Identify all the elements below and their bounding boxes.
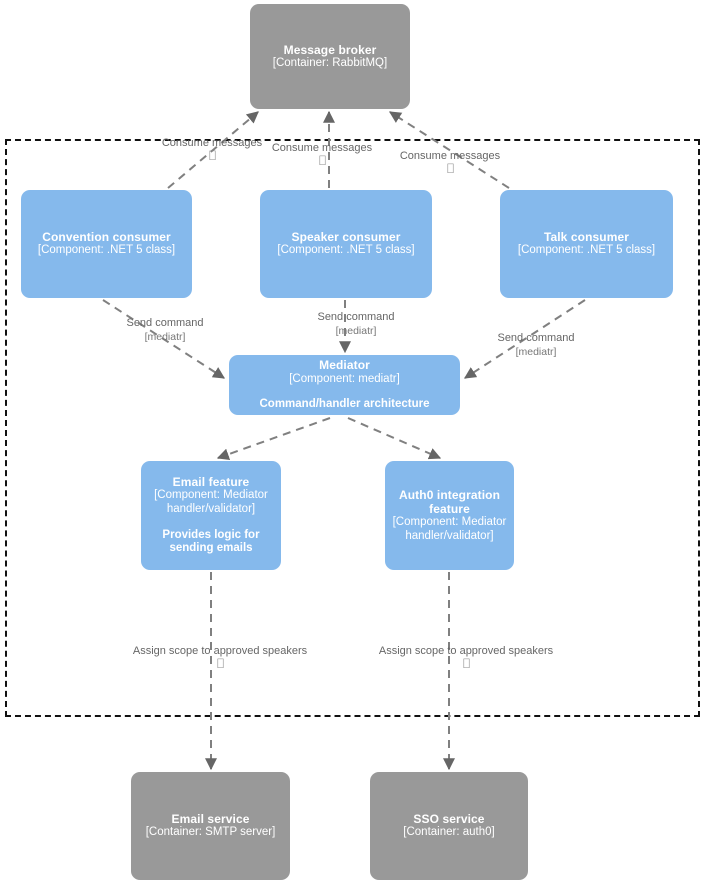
edge-label-text: Send command — [317, 311, 395, 323]
node-speaker-consumer[interactable]: Speaker consumer [Component: .NET 5 clas… — [260, 190, 432, 298]
node-convention-consumer[interactable]: Convention consumer [Component: .NET 5 c… — [21, 190, 192, 298]
node-tech: [Container: SMTP server] — [145, 826, 276, 839]
node-tech: [Component: mediatr] — [289, 372, 400, 385]
node-tech: [Container: RabbitMQ] — [272, 56, 388, 69]
edge-label-send-command-speaker: Send command [mediatr] — [317, 311, 394, 338]
edge-label-assign-scope-sso: Assign scope to approved speakers ⎕ — [379, 645, 553, 671]
node-title: Talk consumer — [543, 230, 630, 245]
node-title: Auth0 integration feature — [398, 487, 501, 516]
edge-label-tech: ⎕ — [217, 658, 223, 670]
node-email-service[interactable]: Email service [Container: SMTP server] — [131, 772, 290, 880]
edge-label-text: Consume messages — [399, 150, 501, 162]
node-title: Speaker consumer — [291, 230, 401, 245]
edge-label-text: Send command — [126, 317, 204, 329]
edge-label-tech: [mediatr] — [515, 345, 557, 358]
edge-label-assign-scope-email: Assign scope to approved speakers ⎕ — [133, 645, 307, 671]
edge-label-tech: ⎕ — [209, 150, 215, 162]
node-email-feature[interactable]: Email feature [Component: Mediator handl… — [141, 461, 281, 570]
edge-label-tech: [mediatr] — [144, 330, 186, 343]
node-title: Message broker — [283, 42, 377, 57]
edge-label-send-command-convention: Send command [mediatr] — [126, 317, 203, 344]
edge-label-consume-messages-talk: Consume messages ⎕ — [400, 150, 500, 176]
edge-label-consume-messages-convention: Consume messages ⎕ — [162, 137, 262, 163]
node-title: Email feature — [172, 475, 250, 490]
edge-label-tech: ⎕ — [447, 163, 453, 175]
node-description: Provides logic for sending emails — [162, 528, 260, 555]
node-tech: [Component: .NET 5 class] — [277, 244, 415, 257]
node-title: Convention consumer — [42, 230, 171, 245]
edge-label-tech: ⎕ — [463, 658, 469, 670]
node-title: Email service — [171, 812, 250, 827]
node-mediator[interactable]: Mediator [Component: mediatr] Command/ha… — [229, 355, 460, 415]
node-auth0-integration-feature[interactable]: Auth0 integration feature [Component: Me… — [385, 461, 514, 570]
edge-label-tech: [mediatr] — [335, 324, 377, 337]
node-talk-consumer[interactable]: Talk consumer [Component: .NET 5 class] — [500, 190, 673, 298]
edge-label-text: Consume messages — [161, 137, 263, 149]
edge-label-send-command-talk: Send command [mediatr] — [497, 332, 574, 359]
edge-label-tech: ⎕ — [319, 155, 325, 167]
edge-label-text: Consume messages — [271, 142, 373, 154]
node-tech: [Component: .NET 5 class] — [517, 244, 656, 257]
edge-label-text: Send command — [497, 332, 575, 344]
edge-label-text: Assign scope to approved speakers — [378, 645, 554, 657]
node-title: Mediator — [319, 358, 370, 373]
node-title: SSO service — [413, 812, 485, 827]
edge-label-text: Assign scope to approved speakers — [132, 645, 308, 657]
node-sso-service[interactable]: SSO service [Container: auth0] — [370, 772, 528, 880]
system-boundary — [5, 139, 700, 717]
node-message-broker[interactable]: Message broker [Container: RabbitMQ] — [250, 4, 410, 109]
node-description: Command/handler architecture — [259, 398, 430, 411]
node-tech: [Component: Mediator handler/validator] — [154, 489, 268, 516]
node-tech: [Component: .NET 5 class] — [37, 244, 176, 257]
edge-label-consume-messages-speaker: Consume messages ⎕ — [272, 142, 372, 168]
node-tech: [Container: auth0] — [403, 826, 495, 839]
node-tech: [Component: Mediator handler/validator] — [392, 516, 507, 542]
